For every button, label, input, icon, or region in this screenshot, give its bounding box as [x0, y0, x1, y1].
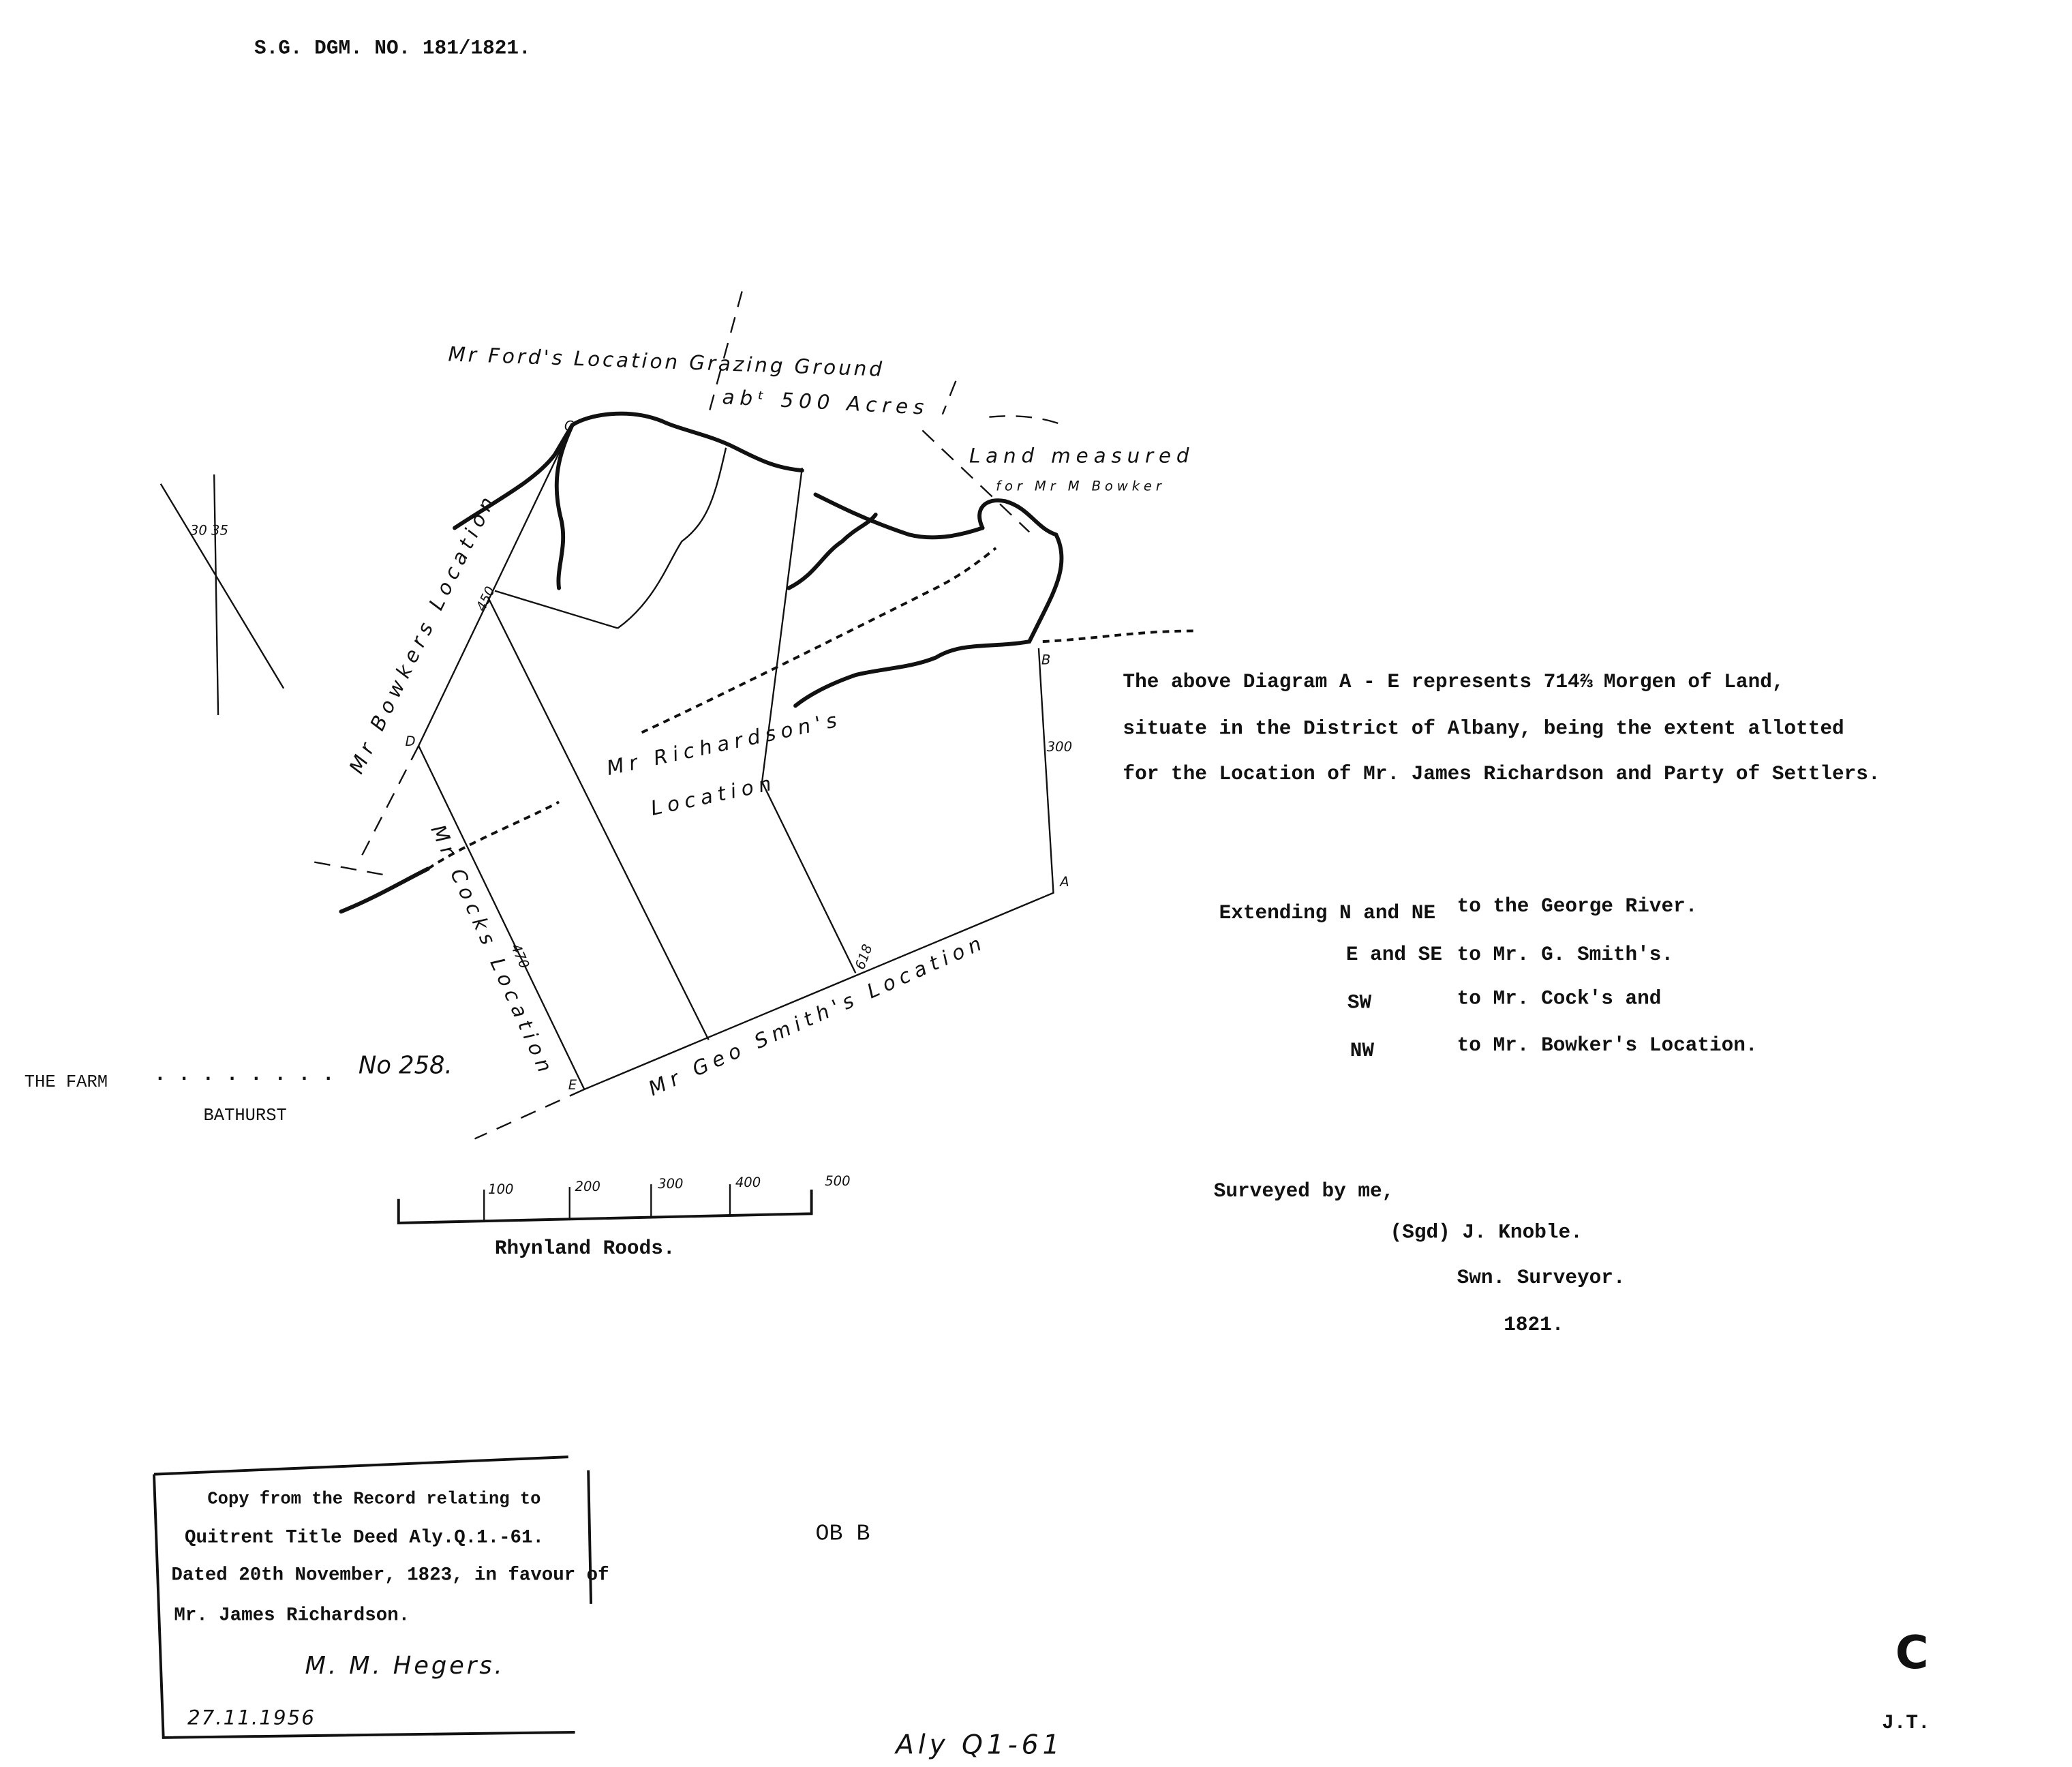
label-bowker-location: Mr Bowkers Location: [345, 489, 502, 778]
label-ford-location: Mr Ford's Location Grazing Ground: [448, 342, 885, 380]
reference-mark: Aly Q1-61: [894, 1730, 1063, 1760]
surveyor-signature: Surveyed by me, (Sgd) J. Knoble. Swn. Su…: [1214, 1180, 1626, 1336]
scale-tick: 100: [488, 1181, 513, 1197]
beacon-e: E: [568, 1077, 577, 1093]
surveyed-by: Surveyed by me,: [1214, 1180, 1395, 1203]
scale-tick: 400: [735, 1175, 761, 1190]
extending-dir: NW: [1350, 1040, 1375, 1062]
label-acres: abᵗ 500 Acres: [722, 385, 930, 419]
extending-to: to Mr. Cock's and: [1457, 987, 1662, 1010]
label-land-measured: Land measured: [969, 444, 1194, 467]
stamp-line: Dated 20th November, 1823, in favour of: [171, 1565, 609, 1586]
extending-to: to the George River.: [1457, 895, 1698, 918]
stamp-line: Copy from the Record relating to: [207, 1490, 540, 1509]
obb-mark: OB B: [815, 1522, 870, 1547]
stamp-line: Mr. James Richardson.: [174, 1605, 410, 1626]
extending-dir: Extending N and NE: [1219, 902, 1435, 924]
description-block: The above Diagram A - E represents 714⅔ …: [1123, 671, 1880, 1062]
scale-tick: 500: [825, 1173, 850, 1189]
record-stamp: Copy from the Record relating to Quitren…: [153, 1455, 609, 1739]
description-line: The above Diagram A - E represents 714⅔ …: [1123, 671, 1784, 693]
beacon-d: D: [406, 734, 416, 749]
corner-mark: C: [1895, 1626, 1929, 1679]
label-cock-location: Mr Cocks Location: [426, 821, 558, 1081]
extending-dir: E and SE: [1346, 943, 1442, 966]
distance-618: 618: [852, 942, 875, 971]
signed-name: (Sgd) J. Knoble.: [1390, 1222, 1583, 1244]
farm-place: BATHURST: [204, 1106, 287, 1126]
beacon-b: B: [1041, 652, 1050, 667]
farm-number: No 258.: [359, 1051, 453, 1079]
scale-tick: 200: [575, 1179, 600, 1194]
scale-tick: 300: [658, 1176, 683, 1192]
farm-leader-dots: . . . . . . . .: [154, 1063, 335, 1086]
extending-to: to Mr. Bowker's Location.: [1457, 1034, 1758, 1057]
stamp-date: 27.11.1956: [187, 1706, 316, 1729]
stamp-line: Quitrent Title Deed Aly.Q.1.-61.: [185, 1528, 544, 1549]
extending-to: to Mr. G. Smith's.: [1457, 943, 1673, 966]
meridian-lines: 30 35: [159, 474, 285, 715]
label-for-bowker: for Mr M Bowker: [996, 479, 1166, 494]
label-richardson: Mr Richardson's: [605, 708, 844, 780]
scale-unit: Rhynland Roods.: [495, 1237, 675, 1260]
label-richardson-location: Location: [649, 771, 779, 820]
survey-year: 1821.: [1504, 1314, 1564, 1336]
extending-dir: SW: [1347, 991, 1372, 1014]
scale-bar: 100 200 300 400 500 Rhynland Roods.: [397, 1173, 851, 1260]
surveyor-title: Swn. Surveyor.: [1457, 1267, 1626, 1289]
initials: J.T.: [1882, 1712, 1930, 1734]
beacon-c: C: [564, 418, 574, 434]
angle-label: 30 35: [190, 522, 228, 538]
beacon-a: A: [1058, 874, 1069, 890]
diagram-number: S.G. DGM. NO. 181/1821.: [254, 37, 531, 59]
dashed-boundaries: [314, 291, 1063, 1140]
distance-300: 300: [1047, 739, 1072, 755]
stamp-signature: M. M. Hegers.: [305, 1652, 505, 1680]
description-line: situate in the District of Albany, being…: [1123, 717, 1844, 740]
rivers: [339, 411, 1197, 914]
description-line: for the Location of Mr. James Richardson…: [1123, 763, 1880, 785]
farm-prefix: THE FARM: [25, 1072, 108, 1092]
